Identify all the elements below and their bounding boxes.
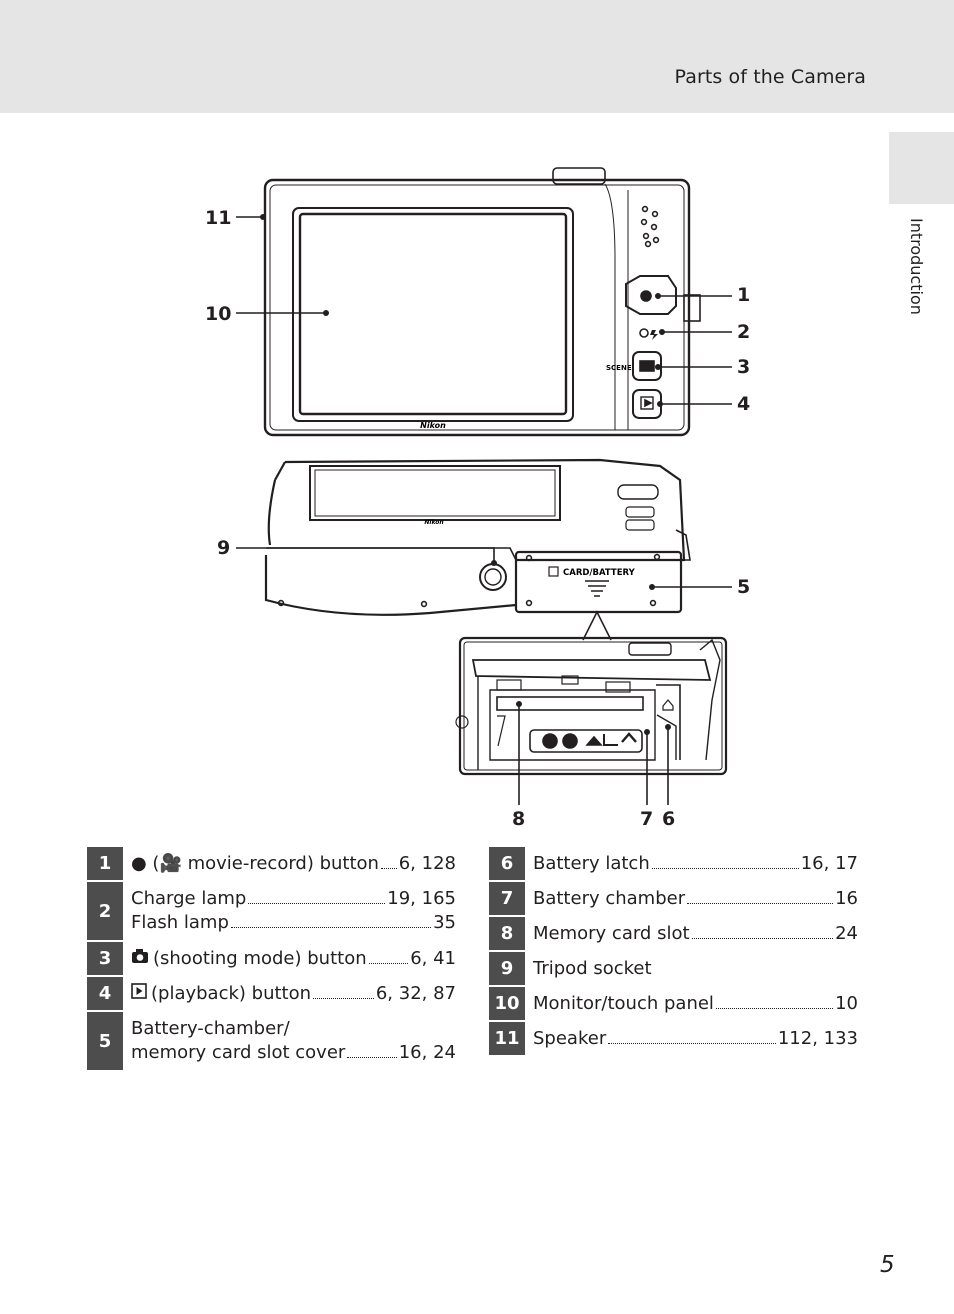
header-band: Parts of the Camera xyxy=(0,0,954,113)
legend-text: ● (🎥 movie-record) button xyxy=(131,852,379,874)
legend-text: Battery latch xyxy=(533,852,650,874)
camera-icon xyxy=(639,360,655,372)
camera-diagram: Nikon Nikon CARD/BATTERY SCENE 11 10 1 2… xyxy=(205,167,750,830)
legend-pages: 6, 128 xyxy=(398,852,456,874)
callout-5: 5 xyxy=(737,576,750,598)
page-title: Parts of the Camera xyxy=(674,66,866,88)
legend-number: 3 xyxy=(87,942,123,975)
legend-number: 7 xyxy=(489,882,525,915)
legend-text: Memory card slot xyxy=(533,922,690,944)
legend-row: 4 (playback) button 6, 32, 87 xyxy=(87,977,456,1010)
legend-text: (playback) button xyxy=(151,982,312,1004)
legend-pages: 6, 41 xyxy=(410,947,456,969)
callout-4: 4 xyxy=(737,393,750,415)
legend-pages: 16 xyxy=(835,887,858,909)
legend-number: 10 xyxy=(489,987,525,1020)
monitor-perspective xyxy=(309,465,561,521)
legend-text: memory card slot cover xyxy=(131,1042,346,1063)
legend-row: 7 Battery chamber 16 xyxy=(489,882,858,915)
legend-pages: 112, 133 xyxy=(777,1027,858,1049)
callout-6: 6 xyxy=(662,808,675,830)
legend-row: 11 Speaker 112, 133 xyxy=(489,1022,858,1055)
legend-number: 2 xyxy=(87,882,123,940)
callout-10: 10 xyxy=(205,303,231,325)
legend-number: 9 xyxy=(489,952,525,985)
legend-pages: 16, 24 xyxy=(398,1042,456,1063)
legend-number: 6 xyxy=(489,847,525,880)
callout-7: 7 xyxy=(640,808,653,830)
battery-cover xyxy=(514,550,683,614)
callout-1: 1 xyxy=(737,284,750,306)
battery-chamber-view xyxy=(458,636,728,776)
legend-left: 1 ● (🎥 movie-record) button 6, 128 2 Cha… xyxy=(87,847,456,1071)
page-number: 5 xyxy=(880,1252,895,1278)
charge-lamp xyxy=(639,328,649,338)
flash-bolt-icon xyxy=(650,330,658,340)
memory-card-slot xyxy=(496,696,644,711)
battery-latch xyxy=(662,699,674,711)
legend-text: Charge lamp xyxy=(131,888,247,909)
callout-2: 2 xyxy=(737,321,750,343)
legend-text: Tripod socket xyxy=(533,957,652,979)
shutter-top xyxy=(552,167,606,185)
section-label: Introduction xyxy=(907,218,926,315)
legend-pages: 35 xyxy=(433,912,456,933)
brand-logo: Nikon xyxy=(420,421,446,430)
legend-text: Speaker xyxy=(533,1027,607,1049)
brand-logo-bottom: Nikon xyxy=(424,519,443,526)
cover-label: CARD/BATTERY xyxy=(563,568,636,578)
legend-pages: 10 xyxy=(835,992,858,1014)
legend-pages: 24 xyxy=(835,922,858,944)
legend-number: 4 xyxy=(87,977,123,1010)
section-tab xyxy=(889,132,954,204)
record-button xyxy=(625,275,677,315)
tripod-socket xyxy=(479,563,507,591)
legend-number: 5 xyxy=(87,1012,123,1070)
legend-row: 9 Tripod socket xyxy=(489,952,858,985)
legend-row: 8 Memory card slot 24 xyxy=(489,917,858,950)
legend-right: 6 Battery latch 16, 17 7 Battery chamber… xyxy=(489,847,858,1057)
legend-text: Flash lamp xyxy=(131,912,229,933)
callout-3: 3 xyxy=(737,356,750,378)
legend-text: Battery-chamber/ xyxy=(131,1018,290,1039)
record-dot-icon xyxy=(640,290,652,302)
battery-indicator xyxy=(529,729,643,753)
legend-row: 10 Monitor/touch panel 10 xyxy=(489,987,858,1020)
legend-number: 1 xyxy=(87,847,123,880)
legend-number: 8 xyxy=(489,917,525,950)
legend-row: 5 Battery-chamber/ memory card slot cove… xyxy=(87,1012,456,1070)
legend-row: 6 Battery latch 16, 17 xyxy=(489,847,858,880)
camera-icon xyxy=(131,947,149,971)
playback-icon xyxy=(131,982,147,1006)
monitor-frame xyxy=(292,207,574,422)
legend-number: 11 xyxy=(489,1022,525,1055)
camera-back-body xyxy=(263,178,691,437)
legend-row: 1 ● (🎥 movie-record) button 6, 128 xyxy=(87,847,456,880)
legend-row: 2 Charge lamp 19, 165 Flash lamp 35 xyxy=(87,882,456,940)
legend-pages: 19, 165 xyxy=(387,888,456,909)
callout-8: 8 xyxy=(512,808,525,830)
legend-text: Battery chamber xyxy=(533,887,686,909)
callout-11: 11 xyxy=(205,207,231,229)
legend-pages: 6, 32, 87 xyxy=(375,982,456,1004)
legend-row: 3 (shooting mode) button 6, 41 xyxy=(87,942,456,975)
legend-text: (shooting mode) button xyxy=(153,947,367,969)
playback-icon xyxy=(644,398,653,408)
legend-pages: 16, 17 xyxy=(800,852,858,874)
scene-label: SCENE xyxy=(606,364,632,372)
shooting-button xyxy=(632,351,662,381)
legend-text: Monitor/touch panel xyxy=(533,992,714,1014)
monitor-screen xyxy=(298,212,568,416)
callout-9: 9 xyxy=(217,537,230,559)
